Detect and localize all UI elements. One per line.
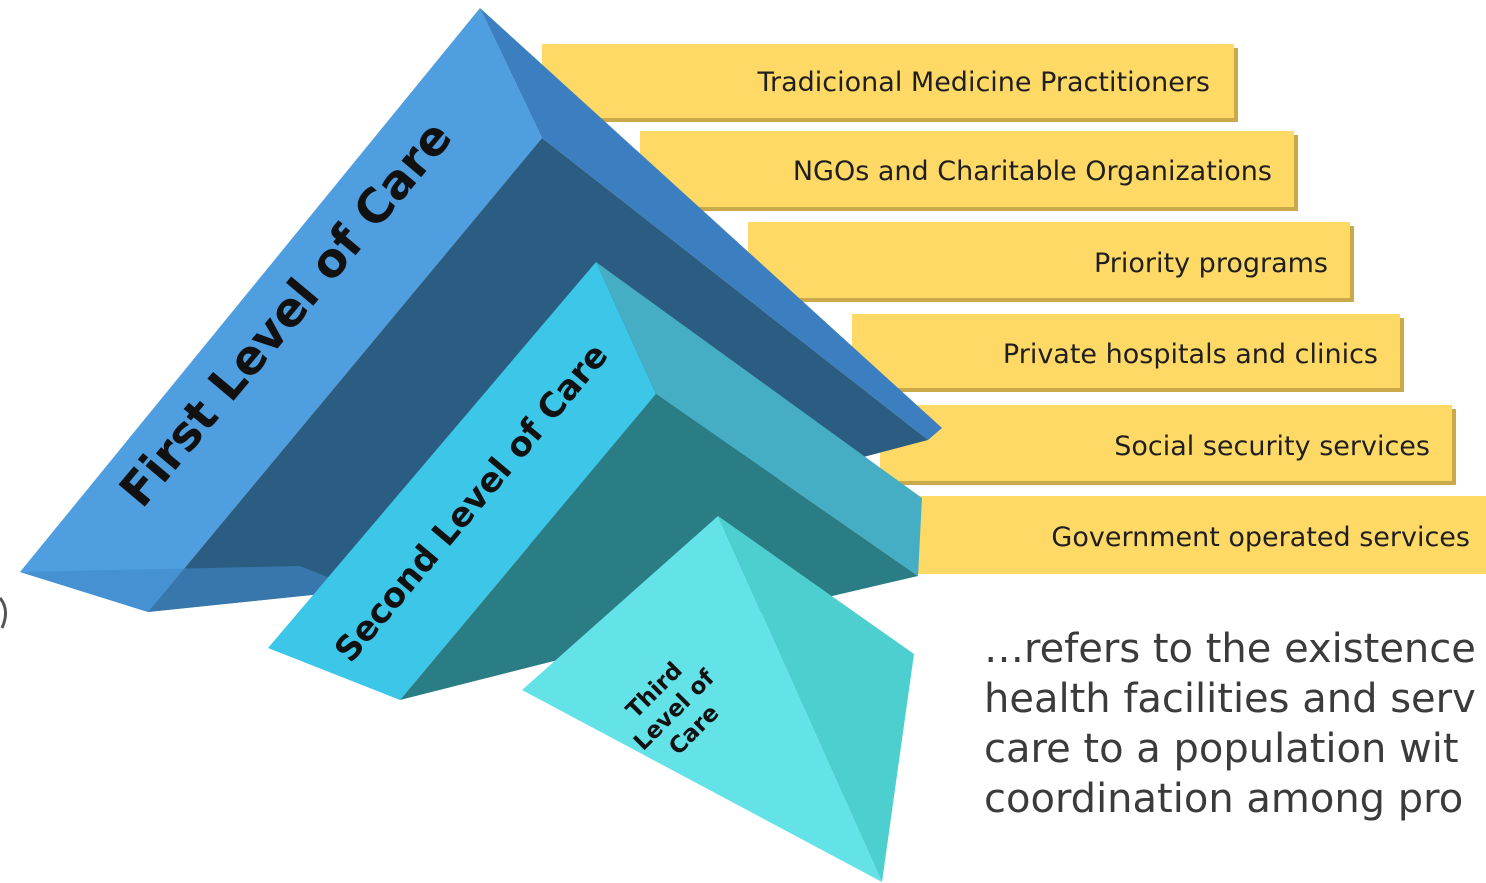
second-level-block	[268, 262, 922, 700]
description-line: care to a population wit	[984, 726, 1459, 772]
provider-label: Private hospitals and clinics	[1003, 339, 1378, 370]
second-level-top-face	[596, 262, 922, 576]
left-edge-arc	[0, 597, 7, 629]
third-level-left-face	[522, 516, 882, 882]
provider-banner: NGOs and Charitable Organizations	[640, 131, 1298, 211]
provider-banner: Private hospitals and clinics	[852, 314, 1404, 392]
description-text: …refers to the existence health faciliti…	[984, 624, 1486, 824]
provider-banner: Priority programs	[748, 222, 1354, 302]
second-level-inner-face	[400, 394, 918, 700]
provider-label: Priority programs	[1094, 248, 1328, 279]
provider-label: Tradicional Medicine Practitioners	[756, 67, 1210, 98]
provider-label: Social security services	[1114, 431, 1430, 462]
provider-label: NGOs and Charitable Organizations	[793, 156, 1272, 187]
provider-banner: Social security services	[880, 405, 1456, 485]
provider-banner: Government operated services	[904, 496, 1486, 574]
provider-banner: Tradicional Medicine Practitioners	[542, 44, 1238, 122]
provider-banners: Tradicional Medicine Practitioners NGOs …	[542, 44, 1486, 574]
third-level-block	[522, 516, 914, 882]
third-level-right-face	[718, 516, 914, 882]
first-level-left-face	[20, 8, 542, 612]
description-line: health facilities and serv	[984, 676, 1476, 722]
second-level-left-face	[268, 262, 656, 700]
description-line: …refers to the existence	[984, 626, 1476, 672]
first-level-bottom-edge	[20, 566, 360, 612]
description-line: coordination among pro	[984, 776, 1464, 822]
first-level-top-face	[480, 8, 942, 440]
provider-label: Government operated services	[1051, 522, 1470, 553]
